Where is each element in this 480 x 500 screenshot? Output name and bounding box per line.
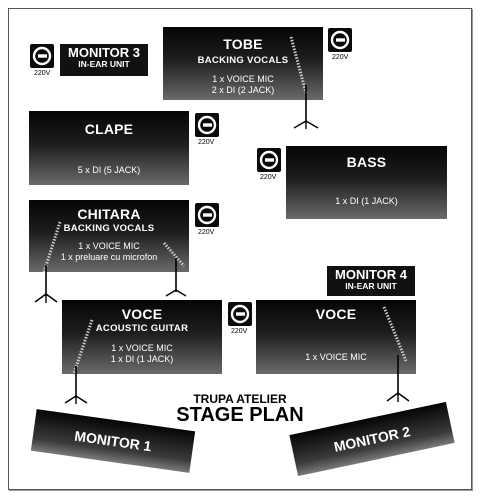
chitara-block: CHITARA BACKING VOCALS 1 x VOICE MIC 1 x… — [29, 200, 189, 272]
power-label: 220V — [332, 54, 349, 61]
chitara-title: CHITARA — [77, 206, 141, 222]
power-label: 220V — [198, 139, 215, 146]
voce-block: VOCE 1 x VOICE MIC — [256, 300, 416, 374]
voce-acoustic-block: VOCE ACOUSTIC GUITAR 1 x VOICE MIC 1 x D… — [62, 300, 222, 374]
tobe-line: 1 x VOICE MIC — [212, 74, 274, 84]
monitor-4-block: MONITOR 4 IN-EAR UNIT — [327, 266, 415, 296]
stage-plan-title: STAGE PLAN — [176, 404, 304, 426]
voce-title: VOCE — [315, 306, 357, 322]
mic-stand-icon — [34, 221, 62, 303]
power-label: 220V — [198, 229, 215, 236]
tobe-subtitle: BACKING VOCALS — [197, 55, 289, 66]
voce-acoustic-subtitle: ACOUSTIC GUITAR — [95, 323, 189, 334]
band-name: TRUPA ATELIER — [193, 392, 287, 406]
voce-acoustic-line: 1 x DI (1 JACK) — [110, 354, 174, 364]
mic-stand-icon — [289, 36, 319, 129]
tobe-block: TOBE BACKING VOCALS 1 x VOICE MIC 2 x DI… — [163, 27, 323, 100]
bass-title: BASS — [346, 154, 387, 170]
chitara-subtitle: BACKING VOCALS — [63, 223, 155, 234]
mic-stand-icon — [162, 242, 187, 297]
monitor-3-subtitle: IN-EAR UNIT — [78, 59, 130, 69]
tobe-line: 2 x DI (2 JACK) — [211, 85, 275, 95]
power-outlet-icon — [257, 148, 281, 172]
clape-block: CLAPE 5 x DI (5 JACK) — [29, 111, 189, 185]
tobe-title: TOBE — [223, 36, 263, 52]
monitor-3-title: MONITOR 3 — [68, 45, 140, 60]
monitor-4-subtitle: IN-EAR UNIT — [345, 281, 397, 291]
voce-acoustic-line: 1 x VOICE MIC — [111, 343, 173, 353]
power-label: 220V — [231, 328, 248, 335]
chitara-line: 1 x preluare cu microfon — [60, 252, 158, 262]
mic-stand-icon — [382, 306, 410, 402]
power-outlet-icon — [328, 28, 352, 52]
power-outlet-icon — [228, 302, 252, 326]
clape-title: CLAPE — [84, 121, 134, 137]
chitara-line: 1 x VOICE MIC — [78, 241, 140, 251]
voce-line: 1 x VOICE MIC — [305, 352, 367, 362]
bass-line: 1 x DI (1 JACK) — [335, 196, 398, 206]
diagram-border — [8, 8, 472, 490]
power-label: 220V — [260, 174, 277, 181]
monitor-3-block: MONITOR 3 IN-EAR UNIT — [60, 44, 148, 76]
voce-acoustic-title: VOCE — [121, 306, 163, 322]
power-outlet-icon — [195, 203, 219, 227]
power-outlet-icon — [195, 113, 219, 137]
power-label: 220V — [34, 70, 51, 77]
clape-line: 5 x DI (5 JACK) — [77, 165, 141, 175]
power-outlet-icon — [30, 44, 54, 68]
mic-stand-icon — [64, 319, 94, 404]
monitor-4-title: MONITOR 4 — [335, 267, 407, 282]
bass-block: BASS 1 x DI (1 JACK) — [286, 146, 447, 219]
